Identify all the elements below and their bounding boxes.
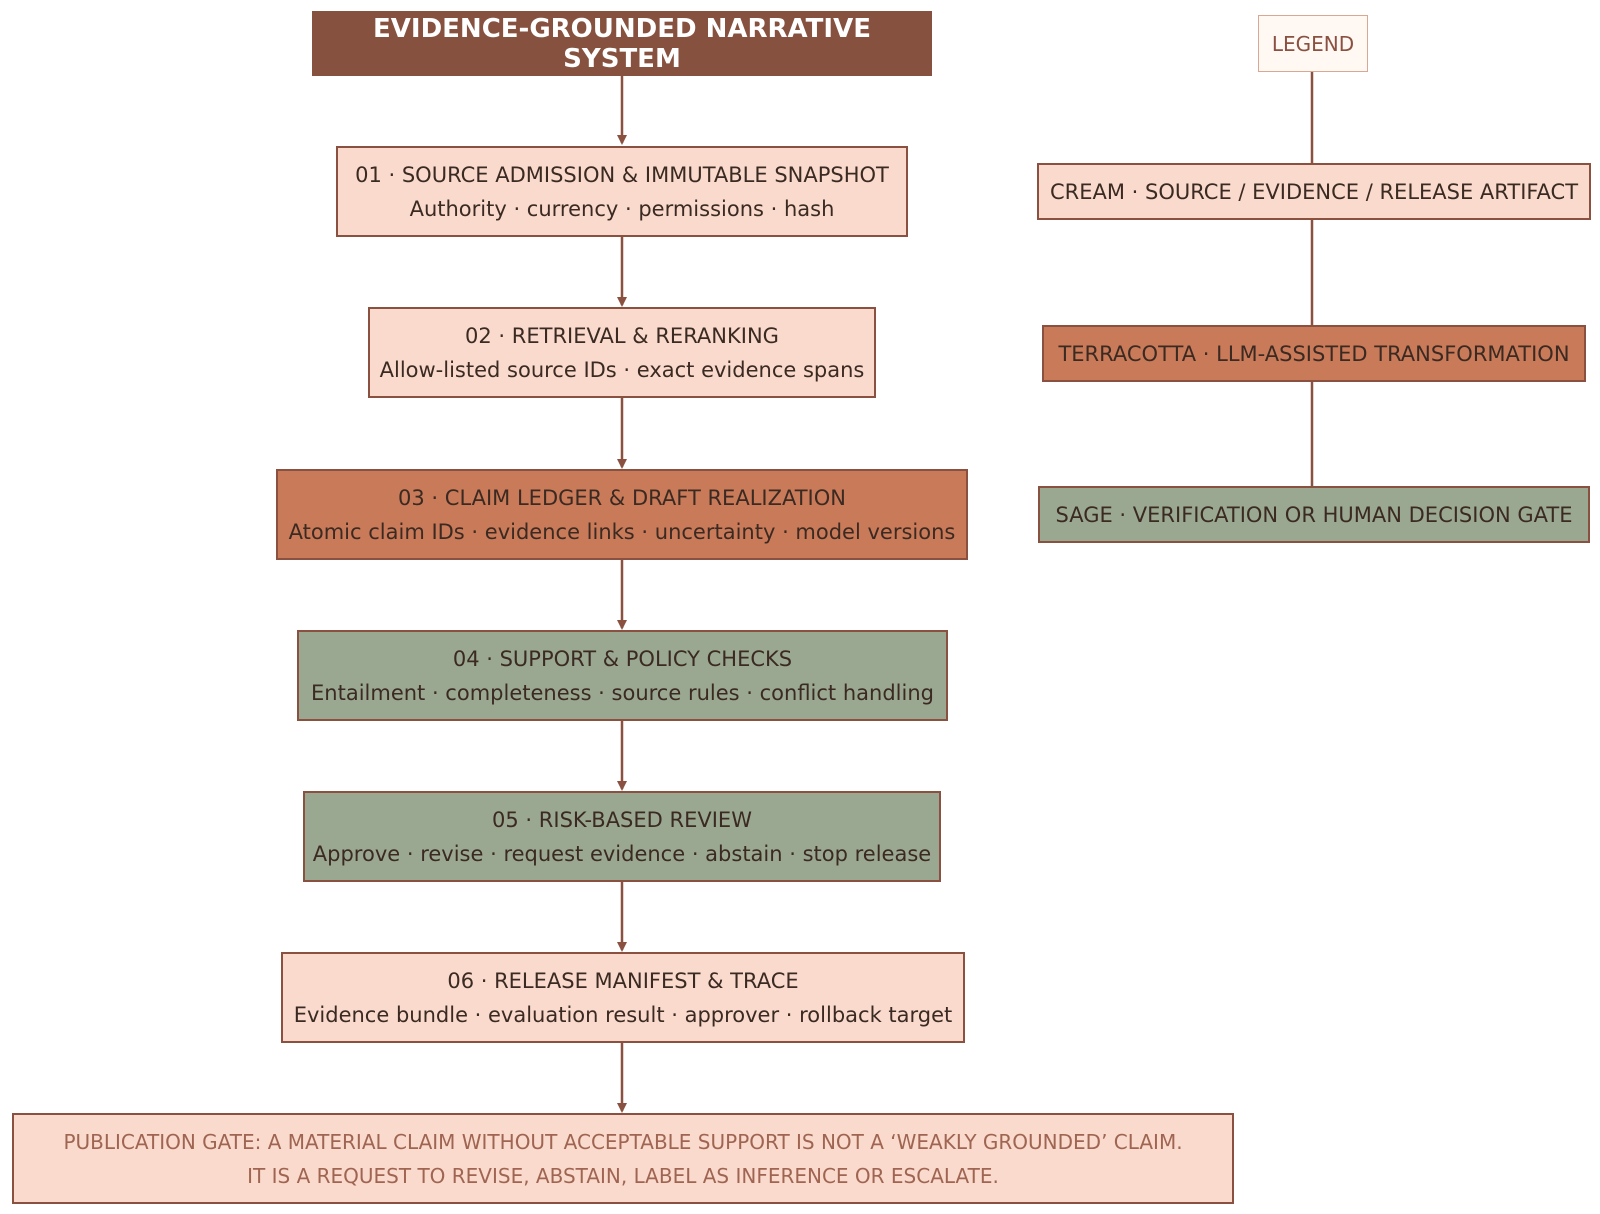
step-03-box: 03 · CLAIM LEDGER & DRAFT REALIZATION At…: [276, 469, 968, 560]
step-02-detail: Allow-listed source IDs · exact evidence…: [379, 357, 865, 382]
publication-gate-line-1: PUBLICATION GATE: A MATERIAL CLAIM WITHO…: [63, 1129, 1183, 1154]
step-01-detail: Authority · currency · permissions · has…: [409, 196, 835, 221]
step-06-detail: Evidence bundle · evaluation result · ap…: [293, 1002, 953, 1027]
publication-gate-line-2: IT IS A REQUEST TO REVISE, ABSTAIN, LABE…: [247, 1163, 999, 1188]
step-06-heading: 06 · RELEASE MANIFEST & TRACE: [447, 968, 799, 993]
step-04-heading: 04 · SUPPORT & POLICY CHECKS: [452, 646, 793, 671]
step-04-detail: Entailment · completeness · source rules…: [311, 680, 934, 705]
step-04-box: 04 · SUPPORT & POLICY CHECKS Entailment …: [297, 630, 948, 721]
step-02-box: 02 · RETRIEVAL & RERANKING Allow-listed …: [368, 307, 876, 398]
step-02-heading: 02 · RETRIEVAL & RERANKING: [465, 323, 779, 348]
publication-gate-box: PUBLICATION GATE: A MATERIAL CLAIM WITHO…: [12, 1113, 1234, 1204]
step-05-box: 05 · RISK-BASED REVIEW Approve · revise …: [303, 791, 941, 882]
legend-item-terracotta: TERRACOTTA · LLM-ASSISTED TRANSFORMATION: [1042, 325, 1586, 382]
legend-item-cream: CREAM · SOURCE / EVIDENCE / RELEASE ARTI…: [1037, 163, 1591, 220]
legend-title-box: LEGEND: [1258, 15, 1368, 72]
legend-title: LEGEND: [1271, 31, 1355, 56]
legend-item-sage: SAGE · VERIFICATION OR HUMAN DECISION GA…: [1038, 486, 1590, 543]
step-03-detail: Atomic claim IDs · evidence links · unce…: [288, 519, 956, 544]
legend-item-terracotta-label: TERRACOTTA · LLM-ASSISTED TRANSFORMATION: [1058, 341, 1570, 366]
step-01-heading: 01 · SOURCE ADMISSION & IMMUTABLE SNAPSH…: [355, 162, 889, 187]
step-06-box: 06 · RELEASE MANIFEST & TRACE Evidence b…: [281, 952, 965, 1043]
step-05-detail: Approve · revise · request evidence · ab…: [312, 841, 932, 866]
step-05-heading: 05 · RISK-BASED REVIEW: [492, 807, 752, 832]
step-03-heading: 03 · CLAIM LEDGER & DRAFT REALIZATION: [398, 485, 846, 510]
legend-item-cream-label: CREAM · SOURCE / EVIDENCE / RELEASE ARTI…: [1049, 179, 1579, 204]
step-01-box: 01 · SOURCE ADMISSION & IMMUTABLE SNAPSH…: [336, 146, 908, 237]
diagram-title: EVIDENCE-GROUNDED NARRATIVE SYSTEM: [312, 11, 932, 76]
legend-item-sage-label: SAGE · VERIFICATION OR HUMAN DECISION GA…: [1055, 502, 1573, 527]
diagram-title-text: EVIDENCE-GROUNDED NARRATIVE SYSTEM: [373, 13, 871, 74]
